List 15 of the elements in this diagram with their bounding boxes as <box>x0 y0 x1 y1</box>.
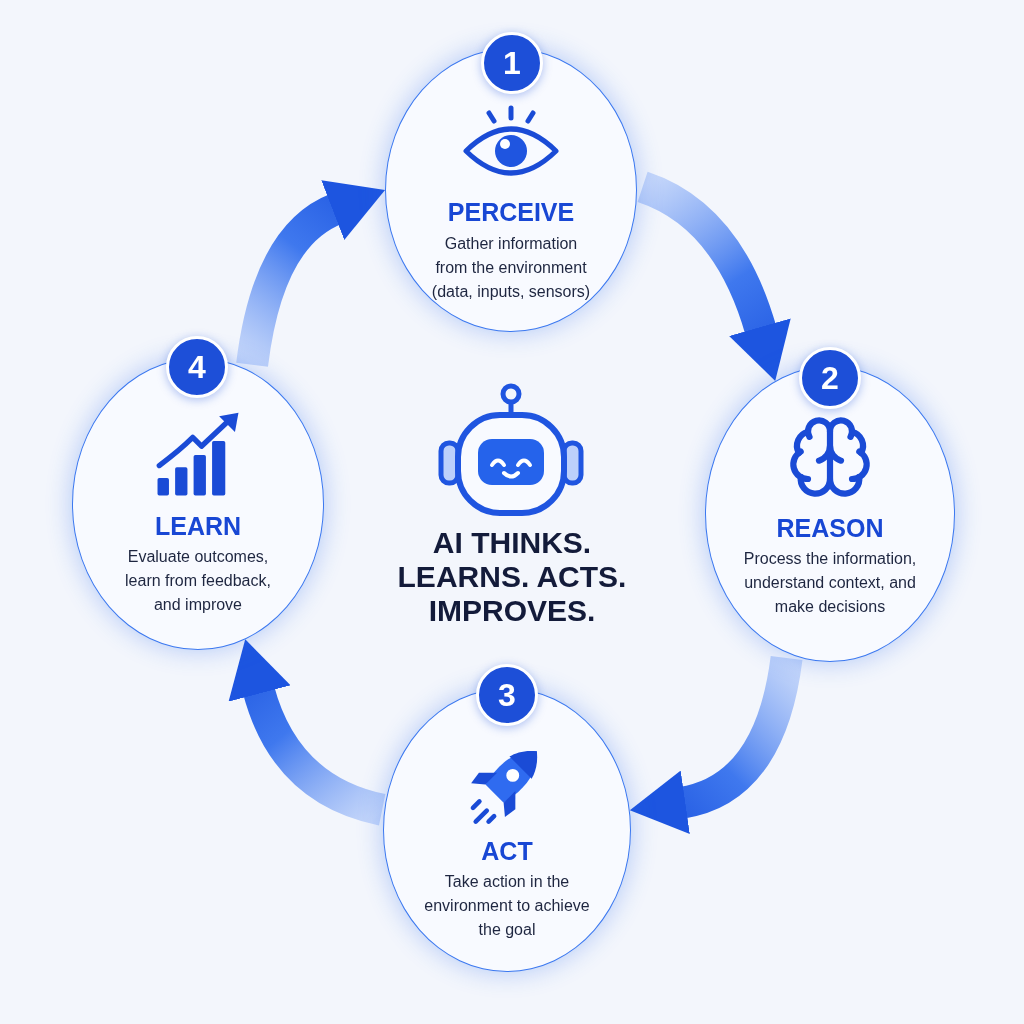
step-number-badge: 4 <box>166 336 228 398</box>
step-number-badge: 1 <box>481 32 543 94</box>
step-title: LEARN <box>154 511 242 541</box>
cycle-arrow <box>229 639 387 826</box>
step-title: REASON <box>776 513 884 543</box>
step-description: Take action in the environment to achieve the goal <box>423 872 591 940</box>
step-title: ACT <box>481 836 533 866</box>
step-description: Evaluate outcomes, learn from feedback, and improve <box>124 547 272 615</box>
step-description: Gather information from the environment (data, inputs, sensors) <box>430 234 592 302</box>
step-description: Process the information, understand context, and make decisions <box>742 549 918 617</box>
cycle-arrow <box>236 181 384 367</box>
step-number-badge: 3 <box>476 664 538 726</box>
step-number-badge: 2 <box>799 347 861 409</box>
step-title: PERCEIVE <box>447 197 575 227</box>
center-headline: AI THINKS. LEARNS. ACTS. IMPROVES. <box>396 526 628 628</box>
